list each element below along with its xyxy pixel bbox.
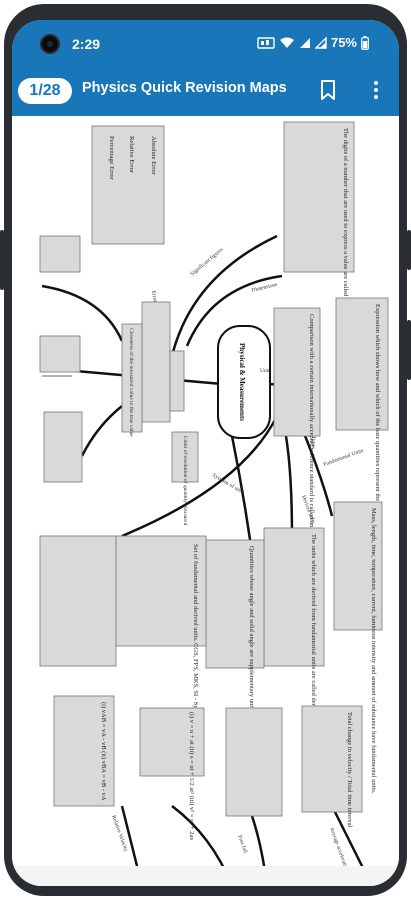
box-derived <box>263 527 325 667</box>
box-least-count <box>171 431 199 483</box>
box-error-pct: Percentage Error <box>108 136 115 181</box>
app-bar: 1/28 Physics Quick Revision Maps <box>12 72 399 116</box>
document-page[interactable]: Physical & Measurements Absolute Error R… <box>12 116 399 886</box>
more-vert-icon[interactable] <box>370 78 382 102</box>
box-comparison-text: Comparison with a certain internationall… <box>308 314 315 533</box>
label-types: Types <box>310 436 316 449</box>
box-measurement <box>169 350 185 412</box>
label-fundamental-units: Fundamental Units <box>323 448 365 468</box>
box-avg-acc-text: Total change in velocity / Total time in… <box>346 712 353 828</box>
status-bar: 2:29 75% <box>12 20 399 72</box>
box-error-closeness <box>121 323 143 433</box>
box-avg-acc <box>301 705 363 813</box>
box-sig-figs: The digits of a number that are used to … <box>342 128 349 347</box>
status-time: 2:29 <box>72 36 101 52</box>
battery-text: 75% <box>330 35 357 50</box>
box-kinematics <box>139 707 205 777</box>
branch-line-upper <box>170 234 278 357</box>
label-significant-figures: Significant figures <box>189 246 225 278</box>
page-indicator[interactable]: 1/28 <box>18 78 72 104</box>
volume-button <box>0 230 4 290</box>
branch-line-left-curve <box>41 284 124 342</box>
signal-icon <box>299 37 310 48</box>
box-error-formulas <box>91 125 165 245</box>
box-unit-def-text: Expression which shows how and which of … <box>374 304 381 589</box>
box-least-count-text: Limit of resolution of quantity measured <box>182 436 189 526</box>
signal-icon-2 <box>314 36 327 49</box>
box-si-units <box>115 535 207 647</box>
box-formula-c <box>43 411 83 483</box>
mind-map: Physical & Measurements Absolute Error R… <box>39 121 389 886</box>
branch-line-middle-down <box>121 415 279 538</box>
box-kinematics-text: (i) v = u + at (ii) s = ut + 1/2 at² (ii… <box>188 712 195 840</box>
navigation-bar <box>12 866 399 886</box>
data-saver-icon <box>257 36 275 49</box>
wifi-icon <box>279 37 294 48</box>
box-error-center <box>141 301 171 423</box>
label-error: Error <box>150 290 158 303</box>
box-free-fall <box>225 707 283 817</box>
box-error-rel: Relative Error <box>128 136 135 174</box>
box-relative-velocity <box>53 695 115 807</box>
side-button <box>407 320 411 380</box>
box-velocity-text: (i) vAB = vA - vB (ii) vBA = vB - vA <box>100 702 107 801</box>
status-icons: 75% <box>257 35 369 50</box>
box-error-acc: Closeness of the measured value to the t… <box>128 328 135 437</box>
box-error-abs: Absolute Error <box>150 136 157 176</box>
box-unit-def <box>335 297 389 431</box>
power-button <box>407 230 411 270</box>
screen: 2:29 75% 1/28 Physics Quick Revision Map… <box>12 20 399 886</box>
label-unit: Unit <box>260 368 270 374</box>
box-comparison <box>273 307 321 437</box>
box-mass-length <box>333 501 383 631</box>
box-derived-text: The units which are derived from fundame… <box>310 534 317 733</box>
box-formula-a <box>39 235 81 273</box>
camera-cutout <box>40 34 60 54</box>
battery-icon <box>361 35 369 50</box>
box-si-units-text: Set of fundamental and derived units. CG… <box>192 544 199 756</box>
bookmark-icon[interactable] <box>318 78 338 102</box>
center-topic-node <box>217 325 271 439</box>
label-free-fall: Free fall <box>236 834 249 854</box>
branch-line-top <box>185 274 283 347</box>
branch-line-left-curve2 <box>80 405 123 457</box>
box-angles-text: Quantities whose angle and solid angle a… <box>248 546 255 713</box>
box-systems <box>39 535 117 667</box>
label-dimensions: Dimensions <box>251 282 278 294</box>
center-topic: Physical & Measurements <box>238 343 246 421</box>
box-angles <box>205 539 265 669</box>
box-mass-length-text: Mass, length, time, temperature, current… <box>370 508 377 794</box>
app-title: Physics Quick Revision Maps <box>82 80 287 96</box>
box-significant-figures <box>283 121 355 273</box>
box-formula-b <box>39 335 81 373</box>
